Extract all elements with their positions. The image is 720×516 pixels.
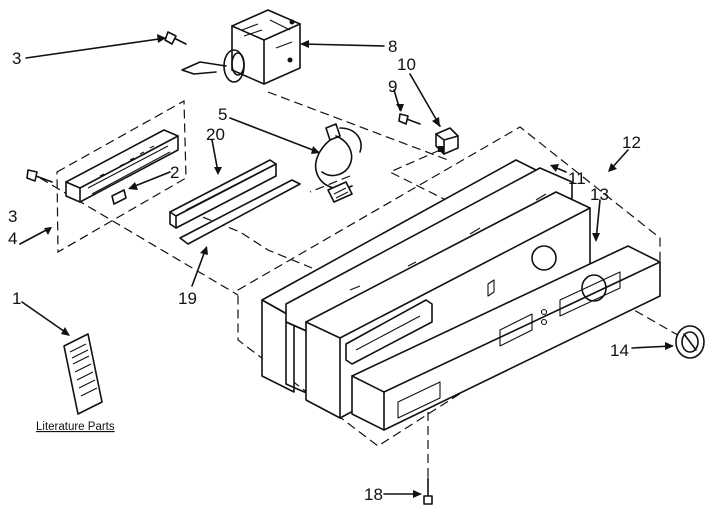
callout-12: 12 bbox=[622, 133, 641, 152]
screw-left-icon bbox=[26, 169, 53, 183]
part-4-outline bbox=[56, 99, 187, 254]
screw-18-icon bbox=[423, 477, 433, 505]
rail-20 bbox=[169, 159, 277, 229]
strip-19 bbox=[179, 179, 301, 245]
small-switch bbox=[435, 127, 459, 155]
callout-13: 13 bbox=[590, 185, 609, 204]
leader-arrows bbox=[19, 34, 674, 498]
callout-8: 8 bbox=[388, 37, 397, 56]
callout-1: 1 bbox=[12, 289, 21, 308]
callout-18: 18 bbox=[364, 485, 383, 504]
callout-5: 5 bbox=[218, 105, 227, 124]
screw-top-icon bbox=[164, 31, 187, 45]
callout-20: 20 bbox=[206, 125, 225, 144]
screw-9-icon bbox=[398, 113, 421, 125]
knob-14-icon bbox=[675, 325, 705, 359]
callout-11: 11 bbox=[568, 169, 586, 188]
callout-3-top: 3 bbox=[12, 49, 21, 68]
motor-switch-module bbox=[181, 9, 301, 85]
control-board-bracket bbox=[65, 129, 179, 205]
callout-4: 4 bbox=[8, 229, 17, 248]
assembly-leader-lines bbox=[39, 91, 691, 478]
wire-harness bbox=[314, 123, 362, 203]
callout-14: 14 bbox=[610, 341, 629, 360]
control-panel-frames bbox=[261, 159, 591, 419]
literature-parts-label: Literature Parts bbox=[36, 421, 115, 433]
console-panel-13 bbox=[351, 245, 661, 431]
callout-10: 10 bbox=[397, 55, 416, 74]
callout-19: 19 bbox=[178, 289, 197, 308]
callout-2: 2 bbox=[170, 163, 179, 182]
callout-3-left: 3 bbox=[8, 207, 17, 226]
callout-9: 9 bbox=[388, 77, 397, 96]
literature-booklet bbox=[63, 333, 103, 415]
